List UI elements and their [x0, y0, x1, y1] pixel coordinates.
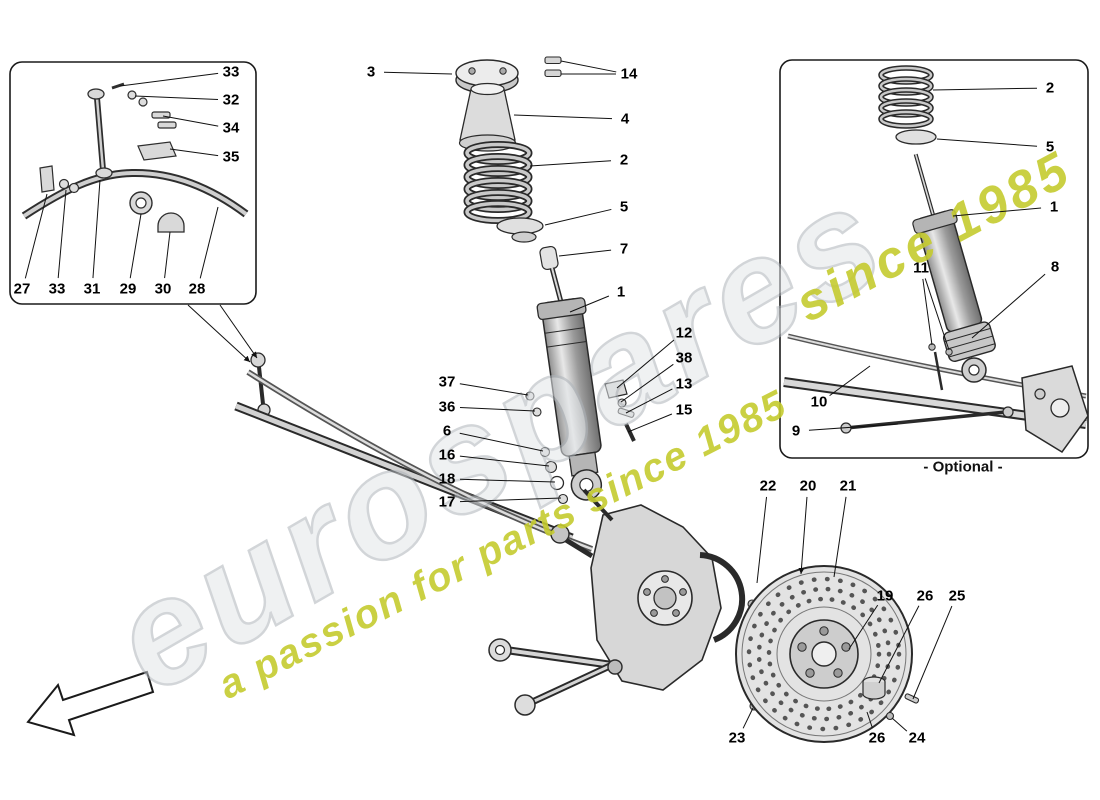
- callout-7[interactable]: 7: [619, 240, 629, 258]
- front-suspension-corner: [234, 352, 746, 716]
- callout-23[interactable]: 23: [728, 729, 746, 747]
- coil-spring: [463, 141, 533, 224]
- direction-arrow: [26, 670, 155, 737]
- optional-shock-absorber: [783, 65, 1089, 454]
- callout-1[interactable]: 1: [616, 283, 626, 301]
- bump-stop: [539, 245, 559, 271]
- callout-33[interactable]: 33: [48, 280, 66, 298]
- callout-37[interactable]: 37: [438, 373, 456, 391]
- callout-36[interactable]: 36: [438, 398, 456, 416]
- dust-boot: [459, 88, 516, 141]
- callout-30[interactable]: 30: [154, 280, 172, 298]
- callout-21[interactable]: 21: [839, 477, 857, 495]
- callout-17[interactable]: 17: [438, 493, 456, 511]
- callout-26[interactable]: 26: [916, 587, 934, 605]
- spring-seat: [496, 217, 544, 235]
- callout-31[interactable]: 31: [83, 280, 101, 298]
- callout-5[interactable]: 5: [619, 198, 629, 216]
- callout-26[interactable]: 26: [868, 729, 886, 747]
- callout-12[interactable]: 12: [675, 324, 693, 342]
- callout-33[interactable]: 33: [222, 63, 240, 81]
- callout-1[interactable]: 1: [1049, 198, 1059, 216]
- callout-19[interactable]: 19: [876, 587, 894, 605]
- optional-inset-box: [779, 59, 1089, 459]
- callout-25[interactable]: 25: [948, 587, 966, 605]
- callout-38[interactable]: 38: [675, 349, 693, 367]
- callout-35[interactable]: 35: [222, 148, 240, 166]
- callout-11[interactable]: 11: [913, 259, 929, 277]
- callout-34[interactable]: 34: [222, 119, 240, 137]
- callout-10[interactable]: 10: [810, 393, 828, 411]
- callout-24[interactable]: 24: [908, 729, 926, 747]
- anti-roll-bar-assembly: [21, 82, 249, 233]
- callout-13[interactable]: 13: [675, 375, 693, 393]
- callout-18[interactable]: 18: [438, 470, 456, 488]
- shock-bracket: [604, 379, 628, 399]
- callout-27[interactable]: 27: [13, 280, 31, 298]
- optional-coil-spring: [878, 65, 934, 129]
- callout-2[interactable]: 2: [1045, 79, 1055, 97]
- callout-4[interactable]: 4: [620, 110, 630, 128]
- callout-28[interactable]: 28: [188, 280, 206, 298]
- callout-20[interactable]: 20: [799, 477, 817, 495]
- callout-14[interactable]: 14: [620, 65, 638, 83]
- callout-22[interactable]: 22: [759, 477, 777, 495]
- callout-5[interactable]: 5: [1045, 138, 1055, 156]
- callout-15[interactable]: 15: [675, 401, 693, 419]
- mount-bolt: [544, 69, 562, 78]
- mount-bolt: [544, 56, 562, 65]
- callout-6[interactable]: 6: [442, 422, 452, 440]
- callout-8[interactable]: 8: [1050, 258, 1060, 276]
- callout-3[interactable]: 3: [366, 63, 376, 81]
- callout-16[interactable]: 16: [438, 446, 456, 464]
- callout-32[interactable]: 32: [222, 91, 240, 109]
- anti-roll-bar-inset-box: [9, 61, 257, 305]
- optional-section-label: - Optional -: [923, 458, 1003, 476]
- front-shock-absorber: [455, 56, 636, 505]
- callout-29[interactable]: 29: [119, 280, 137, 298]
- callout-9[interactable]: 9: [791, 422, 801, 440]
- callout-2[interactable]: 2: [619, 151, 629, 169]
